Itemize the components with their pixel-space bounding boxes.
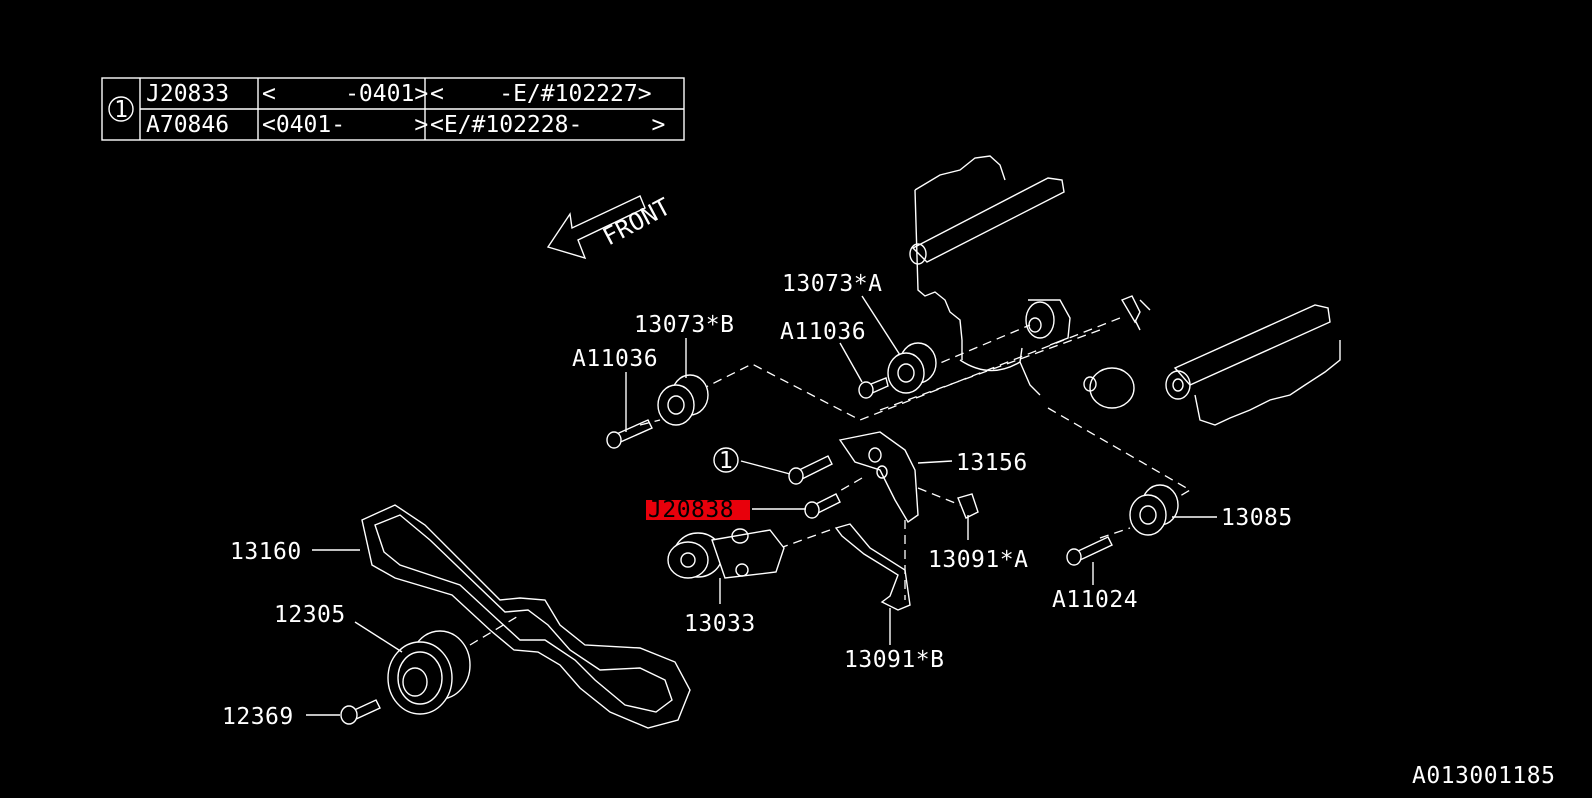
callout-a11024[interactable]: A11024 <box>1052 587 1138 613</box>
bolt-a11036-right[interactable] <box>858 377 889 399</box>
timing-belt-13160[interactable] <box>361 504 691 729</box>
tensioner-13033[interactable] <box>667 528 785 579</box>
callout-13073a[interactable]: 13073*A <box>782 271 882 297</box>
table-marker: 1 <box>114 97 128 123</box>
front-label: FRONT <box>598 193 675 252</box>
table-engine-1: < -E/#102227> <box>430 81 652 107</box>
callout-13160[interactable]: 13160 <box>230 539 302 565</box>
bolt-j20833[interactable] <box>788 455 833 485</box>
callout-13073b[interactable]: 13073*B <box>634 312 734 338</box>
callout-13091b[interactable]: 13091*B <box>844 647 944 673</box>
idler-pulley-13085[interactable] <box>1129 484 1179 536</box>
highlight-j20838 <box>646 500 750 520</box>
bolt-a11024[interactable] <box>1066 536 1113 566</box>
callout-a11036-left[interactable]: A11036 <box>572 346 658 372</box>
table-marker-circle <box>108 96 134 122</box>
callout-13033[interactable]: 13033 <box>684 611 756 637</box>
callout-marker-1[interactable]: 1 <box>719 448 733 474</box>
callout-circle-1 <box>713 447 739 473</box>
table-part-1[interactable]: J20833 <box>146 81 229 107</box>
bolt-a11036-left[interactable] <box>606 419 653 449</box>
crank-pulley-12305[interactable] <box>387 630 471 715</box>
table-engine-2: <E/#102228- > <box>430 112 665 138</box>
table-range-2: <0401- > <box>262 112 428 138</box>
diagram-id: A013001185 <box>1412 763 1555 789</box>
callout-labels: 13073*B A11036 13073*A A11036 1 13156 J2… <box>222 271 1293 730</box>
idler-pulley-13073a[interactable] <box>887 342 937 394</box>
front-arrow-icon: FRONT <box>546 193 675 260</box>
applicability-table: 1 J20833 < -0401> < -E/#102227> A70846 <… <box>101 77 685 141</box>
callout-a11036-right[interactable]: A11036 <box>780 319 866 345</box>
bolt-12369[interactable] <box>340 699 381 725</box>
callout-12369[interactable]: 12369 <box>222 704 294 730</box>
tensioner-bracket-13156[interactable] <box>838 431 919 524</box>
callout-12305[interactable]: 12305 <box>274 602 346 628</box>
callout-j20838[interactable]: J20838 <box>648 497 734 523</box>
bracket-13091b[interactable] <box>834 523 911 611</box>
bolt-j20838[interactable] <box>804 493 841 519</box>
bracket-13091a[interactable] <box>957 493 979 519</box>
idler-pulley-13073b[interactable] <box>657 374 709 426</box>
callout-13085[interactable]: 13085 <box>1221 505 1293 531</box>
callout-13156[interactable]: 13156 <box>956 450 1028 476</box>
leader-lines <box>306 295 1217 716</box>
table-range-1: < -0401> <box>262 81 428 107</box>
callout-13091a[interactable]: 13091*A <box>928 547 1028 573</box>
camshaft-assembly <box>909 155 1341 426</box>
table-part-2[interactable]: A70846 <box>146 112 229 138</box>
